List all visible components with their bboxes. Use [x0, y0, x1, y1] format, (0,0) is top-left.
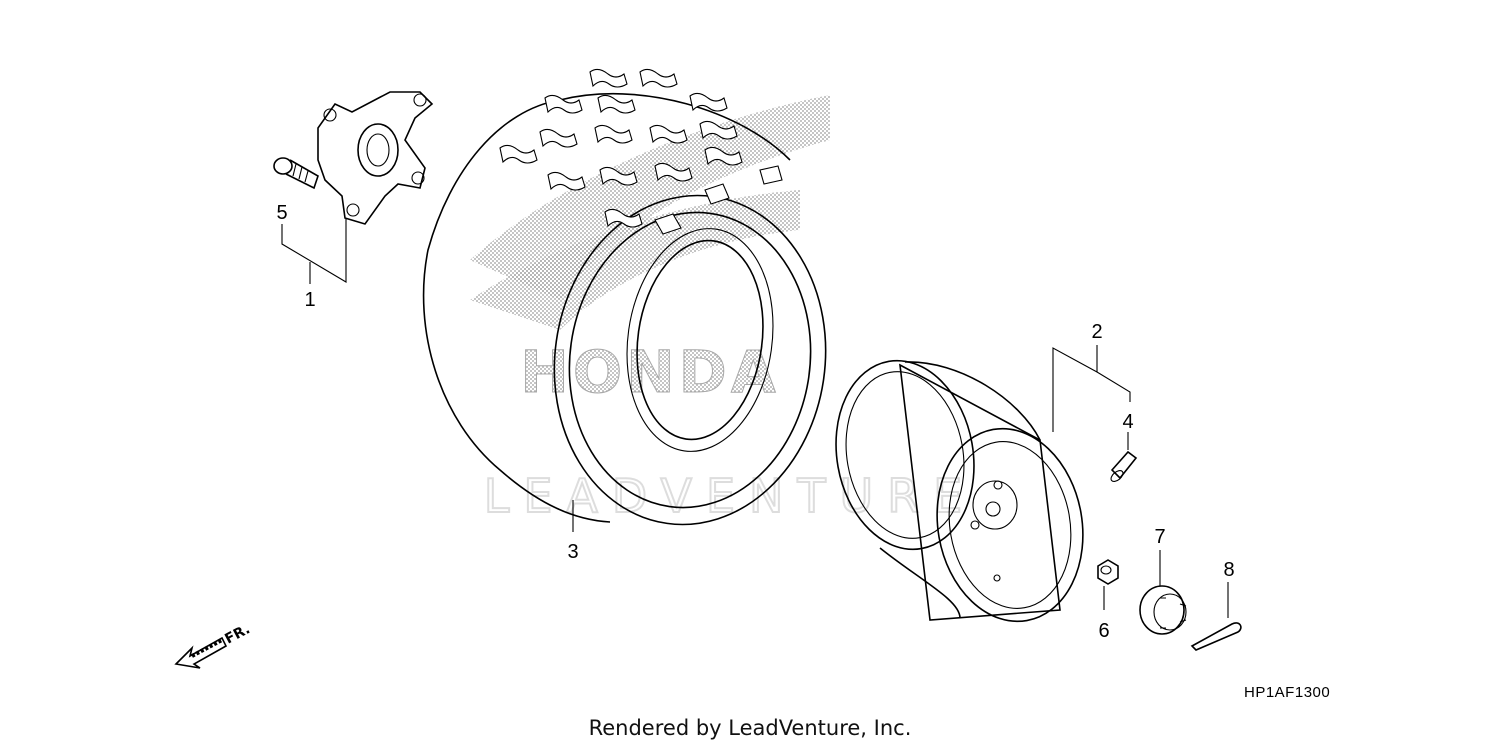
watermark-brand-text: HONDA	[520, 338, 779, 406]
valve-stem-part	[1110, 450, 1138, 482]
front-direction-label: FR.	[222, 621, 252, 647]
callout-8: 8	[1223, 559, 1234, 581]
callout-6: 6	[1098, 620, 1109, 642]
drawing-code: HP1AF1300	[1244, 684, 1331, 701]
leader-lines-2	[1052, 347, 1131, 432]
credit-line: Rendered by LeadVenture, Inc.	[588, 716, 912, 740]
callout-2: 2	[1091, 321, 1102, 343]
callout-5: 5	[276, 202, 287, 224]
watermark-vendor-text: LEADVENTURE	[484, 469, 977, 523]
honda-watermark: HONDA LEADVENTURE	[470, 95, 977, 524]
bolt-part	[273, 157, 319, 190]
callout-4: 4	[1122, 411, 1133, 433]
callout-7: 7	[1154, 526, 1165, 548]
cap-nut-part	[1139, 585, 1187, 635]
tire-tread	[499, 68, 783, 235]
callout-3: 3	[567, 541, 578, 563]
hub-part	[317, 91, 434, 225]
nut-part	[1097, 559, 1119, 585]
leader-lines-1-5	[281, 218, 347, 284]
cotter-pin-part	[1190, 622, 1242, 651]
wheel-rim-part	[835, 359, 1084, 623]
front-direction-arrow: FR.	[174, 621, 253, 669]
callout-1: 1	[304, 289, 315, 311]
tire-part	[422, 68, 827, 526]
